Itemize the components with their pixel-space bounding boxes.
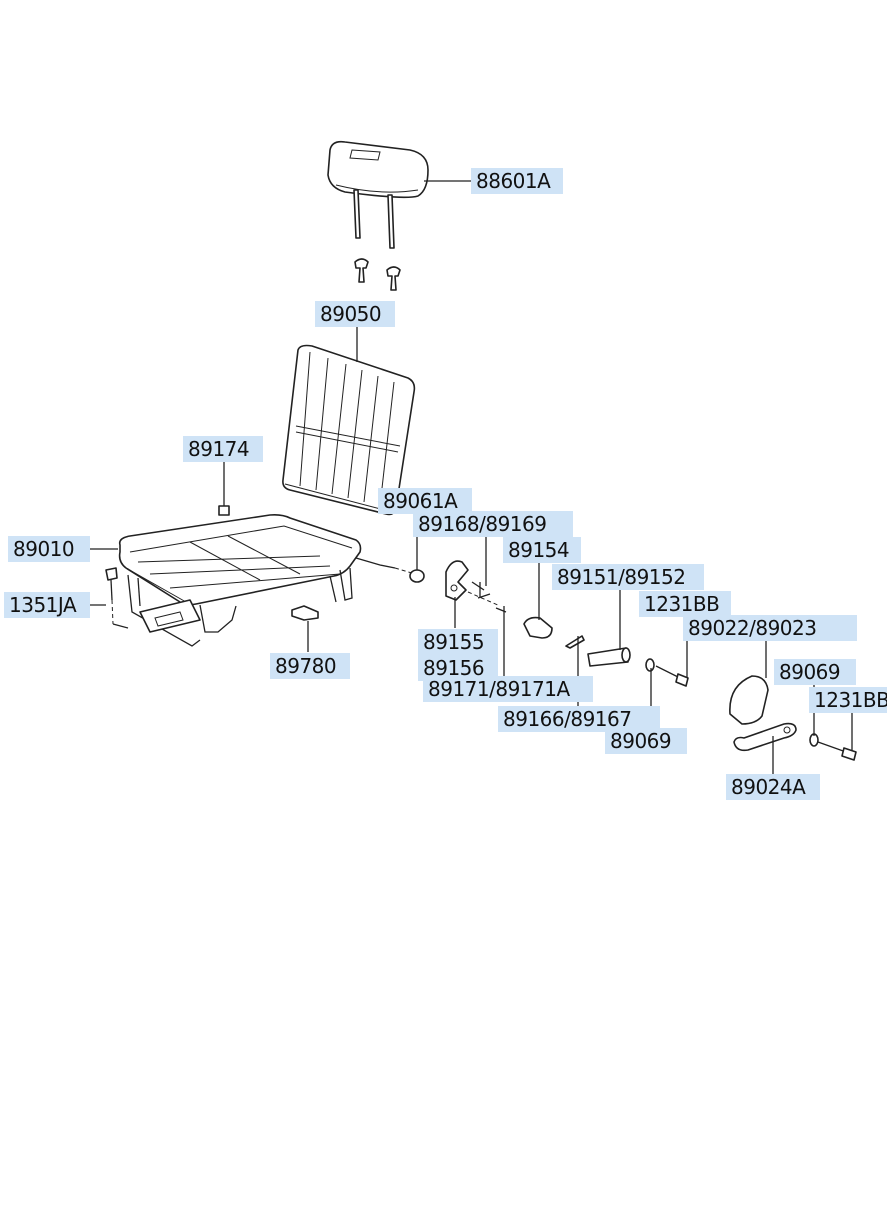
cover-89022 — [729, 675, 769, 725]
shaft-89151 — [587, 647, 631, 667]
part-label-89174[interactable]: 89174 — [183, 436, 263, 462]
headrest-guide-sleeves — [354, 258, 401, 291]
part-label-89061A[interactable]: 89061A — [378, 488, 472, 514]
handle-89024A — [733, 722, 797, 752]
seat-cushion — [118, 514, 362, 606]
washer-89061A — [409, 569, 425, 583]
part-label-89780[interactable]: 89780 — [270, 653, 350, 679]
part-label-1351JA[interactable]: 1351JA — [4, 592, 90, 618]
part-label-89171-89171A[interactable]: 89171/89171A — [423, 676, 593, 702]
part-label-1231BB-b[interactable]: 1231BB — [809, 687, 887, 713]
part-label-89151-89152[interactable]: 89151/89152 — [552, 564, 704, 590]
pin-89166 — [565, 635, 585, 649]
part-label-89024A[interactable]: 89024A — [726, 774, 820, 800]
part-label-89154[interactable]: 89154 — [503, 537, 581, 563]
part-label-89155-89156[interactable]: 89155 89156 — [418, 629, 498, 681]
clip-89174 — [218, 505, 230, 516]
part-label-89050[interactable]: 89050 — [315, 301, 395, 327]
cover-89154 — [523, 616, 553, 639]
bracket-89780 — [291, 605, 319, 621]
part-label-89010[interactable]: 89010 — [8, 536, 90, 562]
part-label-88601A[interactable]: 88601A — [471, 168, 563, 194]
seat-frame — [127, 557, 416, 647]
washer-89069-a — [645, 658, 655, 672]
part-label-89069-a[interactable]: 89069 — [774, 659, 856, 685]
headrest — [327, 140, 429, 249]
bolt-1351JA — [105, 567, 129, 629]
part-label-1231BB-a[interactable]: 1231BB — [639, 591, 731, 617]
bolt-1231BB-b — [817, 741, 857, 761]
part-label-89168-89169[interactable]: 89168/89169 — [413, 511, 573, 537]
part-label-89155: 89155 — [423, 630, 485, 654]
bolt-1231BB-a — [655, 665, 689, 687]
part-label-89022-89023[interactable]: 89022/89023 — [683, 615, 857, 641]
part-label-89069-b[interactable]: 89069 — [605, 728, 687, 754]
part-label-89166-89167[interactable]: 89166/89167 — [498, 706, 660, 732]
